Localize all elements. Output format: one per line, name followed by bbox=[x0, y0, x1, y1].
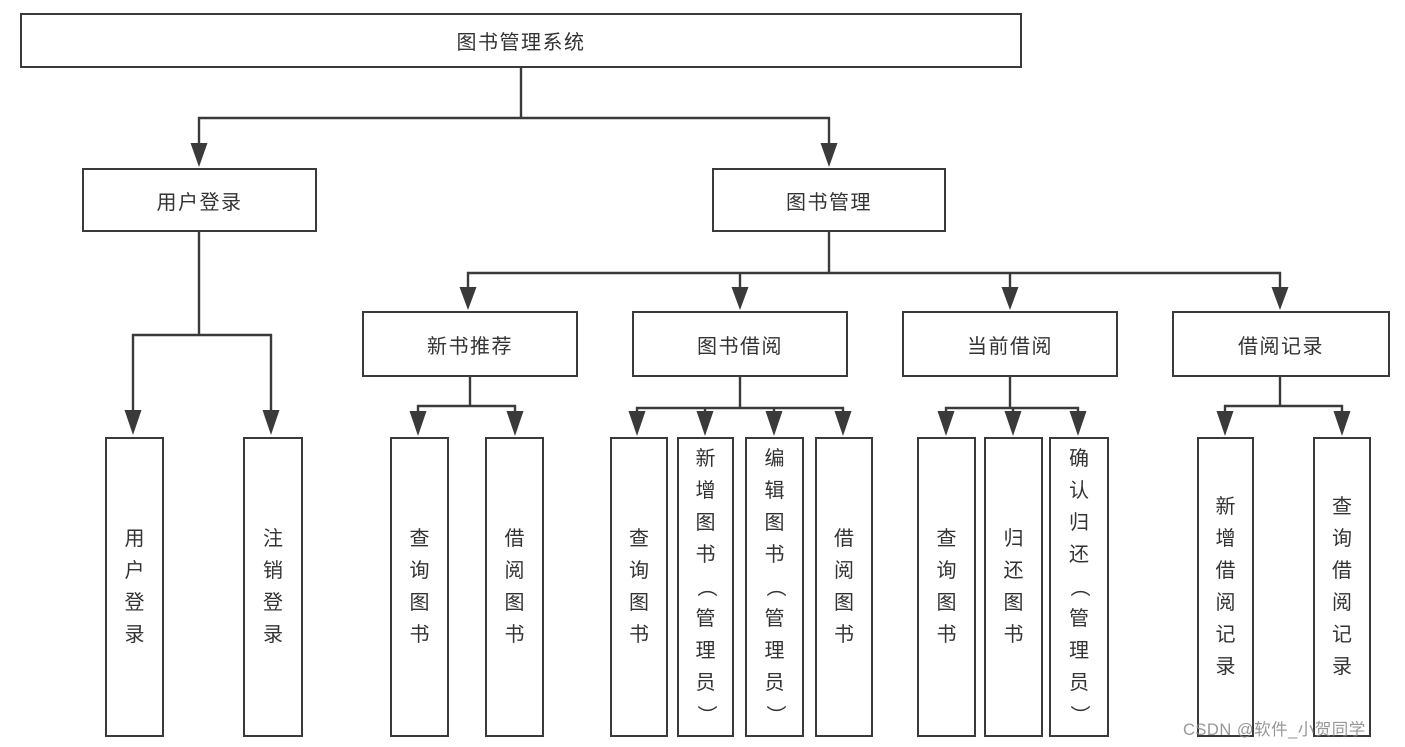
leaf-label: 查询图书 bbox=[409, 528, 430, 646]
branch-user-login: 用户登录 bbox=[82, 168, 317, 232]
connector-root-to-level2 bbox=[190, 68, 838, 167]
leaf-label: 注销登录 bbox=[263, 528, 283, 646]
leaf-label: 借阅图书 bbox=[834, 528, 854, 646]
leaf-confirm-return-admin: 确认归还（管理员） bbox=[1049, 437, 1109, 737]
arrowhead bbox=[506, 411, 524, 436]
leaf-query-book-3: 查询图书 bbox=[917, 437, 976, 737]
arrowhead bbox=[820, 143, 838, 167]
arrowhead bbox=[731, 287, 749, 310]
leaf-label: 查询图书 bbox=[629, 528, 649, 646]
leaf-label: 新增图书（管理员） bbox=[694, 448, 717, 725]
leaf-label: 借阅图书 bbox=[504, 528, 525, 646]
leaf-label: 确认归还（管理员） bbox=[1068, 448, 1090, 725]
section-new-book-recommend: 新书推荐 bbox=[362, 311, 578, 377]
root-node-label: 图书管理系统 bbox=[456, 32, 586, 54]
arrowhead bbox=[1001, 287, 1019, 310]
leaf-add-borrow-record: 新增借阅记录 bbox=[1197, 437, 1254, 737]
leaf-borrow-book-2: 借阅图书 bbox=[815, 437, 873, 737]
leaf-edit-book-admin: 编辑图书（管理员） bbox=[745, 437, 804, 737]
leaf-label: 新增借阅记录 bbox=[1215, 496, 1236, 678]
branch-label: 用户登录 bbox=[156, 191, 243, 214]
connector-book-borrow-children bbox=[628, 377, 852, 436]
arrowhead bbox=[1271, 287, 1289, 310]
connector-new-book-recommend-children bbox=[409, 377, 524, 436]
section-current-borrow: 当前借阅 bbox=[902, 311, 1118, 377]
arrowhead bbox=[459, 287, 477, 310]
connector-current-borrow-children bbox=[937, 377, 1087, 436]
arrowhead bbox=[765, 411, 783, 436]
leaf-label: 查询借阅记录 bbox=[1332, 496, 1352, 678]
section-book-borrow: 图书借阅 bbox=[632, 311, 848, 377]
arrowhead bbox=[1333, 411, 1351, 436]
section-label: 当前借阅 bbox=[967, 335, 1053, 358]
arrowhead bbox=[262, 410, 280, 435]
arrowhead bbox=[124, 410, 142, 435]
leaf-add-book-admin: 新增图书（管理员） bbox=[677, 437, 734, 737]
section-label: 借阅记录 bbox=[1238, 335, 1324, 358]
leaf-return-book: 归还图书 bbox=[984, 437, 1043, 737]
leaf-user-login: 用户登录 bbox=[105, 437, 164, 737]
arrowhead bbox=[696, 411, 714, 436]
arrowhead bbox=[628, 411, 646, 436]
watermark: CSDN @软件_小贺同学 bbox=[1183, 721, 1366, 739]
leaf-label: 编辑图书（管理员） bbox=[763, 448, 786, 725]
leaf-query-borrow-record: 查询借阅记录 bbox=[1313, 437, 1371, 737]
leaf-query-book-2: 查询图书 bbox=[610, 437, 668, 737]
leaf-borrow-book-1: 借阅图书 bbox=[485, 437, 544, 737]
arrowhead bbox=[409, 411, 427, 436]
arrowhead bbox=[937, 411, 955, 436]
root-node: 图书管理系统 bbox=[20, 13, 1022, 68]
arrowhead bbox=[190, 143, 208, 167]
arrowhead bbox=[1004, 411, 1022, 436]
section-label: 新书推荐 bbox=[427, 335, 513, 358]
section-label: 图书借阅 bbox=[697, 335, 783, 358]
leaf-query-book-1: 查询图书 bbox=[390, 437, 449, 737]
leaf-label: 用户登录 bbox=[124, 528, 145, 646]
connector-book-management-sections bbox=[459, 232, 1289, 310]
leaf-label: 归还图书 bbox=[1003, 528, 1024, 646]
branch-label: 图书管理 bbox=[786, 191, 872, 214]
leaf-logout: 注销登录 bbox=[243, 437, 303, 737]
connector-borrow-record-children bbox=[1216, 377, 1351, 436]
leaf-label: 查询图书 bbox=[936, 528, 957, 646]
connector-user-login-children bbox=[124, 232, 280, 435]
branch-book-management: 图书管理 bbox=[712, 168, 946, 232]
section-borrow-record: 借阅记录 bbox=[1172, 311, 1390, 377]
arrowhead bbox=[1069, 411, 1087, 436]
arrowhead bbox=[1216, 411, 1234, 436]
arrowhead bbox=[834, 411, 852, 436]
